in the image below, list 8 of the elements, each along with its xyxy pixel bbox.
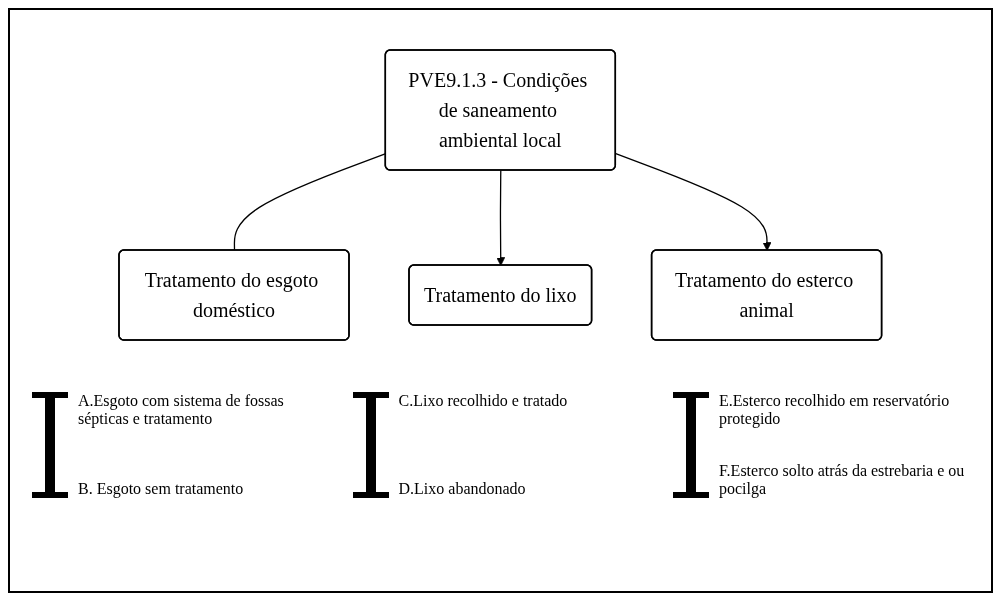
option-text: E.Esterco recolhido em reservatório protegido xyxy=(719,392,951,428)
arrow xyxy=(496,169,506,266)
option-text: F.Esterco solto atrás da estrebaria e ou pocilga xyxy=(719,462,966,498)
option-text: D.Lixo abandonado xyxy=(398,480,527,498)
arrow xyxy=(615,153,772,251)
option-text: C.Lixo recolhido e tratado xyxy=(398,392,568,410)
option-text: A.Esgoto com sistema de fossas sépticas e tratamento xyxy=(78,392,285,428)
option-text: B. Esgoto sem tratamento xyxy=(78,480,245,498)
